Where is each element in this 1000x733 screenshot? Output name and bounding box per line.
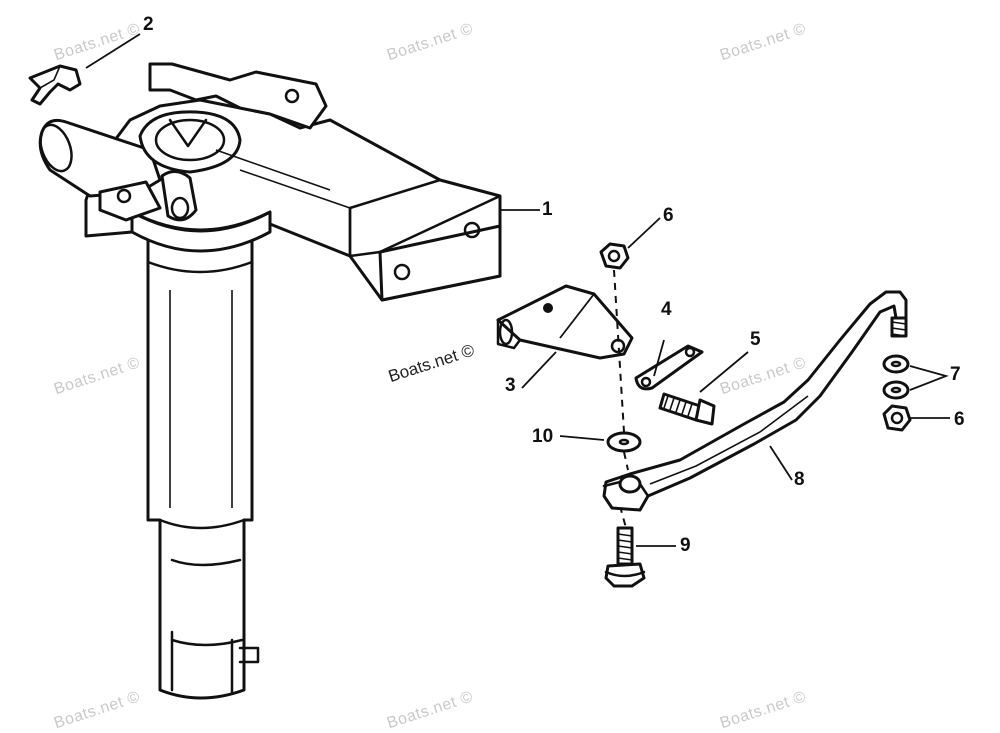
callout-9: 9 — [680, 535, 691, 556]
alignment-line — [623, 451, 629, 471]
part-9-bolt — [604, 526, 646, 588]
part-6-nut-top — [599, 242, 630, 270]
part-10-washer — [606, 431, 642, 453]
part-3-bracket — [496, 284, 634, 360]
callout-5: 5 — [750, 329, 761, 350]
part-4-link — [634, 344, 704, 391]
callout-2: 2 — [143, 14, 154, 35]
part-8-steering-link — [602, 290, 908, 512]
callout-3: 3 — [505, 375, 516, 396]
callout-10: 10 — [532, 426, 554, 447]
callout-6-right: 6 — [954, 409, 965, 430]
part-7-washers — [882, 354, 910, 400]
callout-7: 7 — [950, 364, 961, 385]
leader-lines — [85, 33, 950, 547]
callout-6: 6 — [663, 205, 674, 226]
part-6-nut-right — [882, 404, 912, 432]
part-1-steering-bracket — [38, 62, 502, 700]
callout-1: 1 — [542, 199, 553, 220]
callout-8: 8 — [794, 469, 805, 490]
callout-4: 4 — [661, 299, 672, 320]
alignment-line — [613, 269, 625, 433]
part-5-bolt — [658, 392, 716, 426]
part-2-clip — [28, 64, 82, 106]
